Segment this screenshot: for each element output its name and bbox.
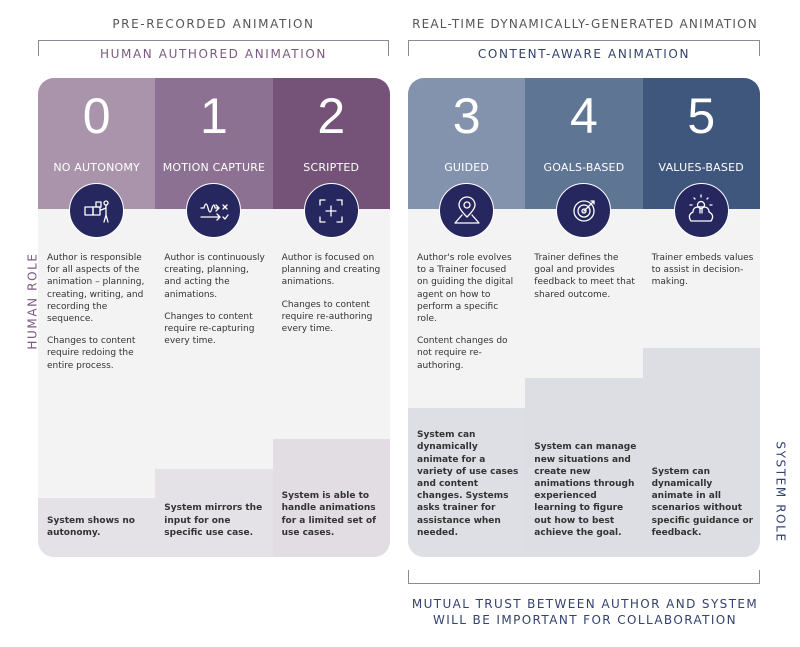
human-role-paragraph: Author is responsible for all aspects of…: [47, 253, 145, 325]
level-number: 2: [317, 88, 346, 144]
motion-wave-icon: [186, 183, 242, 238]
frame-plus-icon: [303, 183, 359, 238]
system-role-text: System is able to handle animations for …: [281, 491, 377, 538]
system-role-text: System can dynamically animate in all sc…: [651, 466, 754, 538]
system-role-text: System can dynamically animate for a var…: [417, 430, 519, 538]
target-icon: [556, 183, 612, 238]
level-label: VALUES-BASED: [658, 161, 744, 174]
human-role-paragraph: Content changes do not require re-author…: [417, 336, 508, 371]
left-top-bracket: [38, 40, 389, 56]
human-role-text: Author is focused on planning and creati…: [282, 252, 384, 345]
level-number: 5: [687, 88, 716, 144]
level-number: 1: [200, 88, 228, 144]
system-role-box: System can manage new situations and cre…: [525, 378, 643, 557]
map-pin-icon: [439, 183, 494, 238]
system-role-label: SYSTEM ROLE: [773, 441, 788, 543]
level-3-column: System can dynamically animate for a var…: [408, 78, 526, 557]
system-role-box: System mirrors the input for one specifi…: [155, 469, 273, 557]
level-5-column: System can dynamically animate in all sc…: [642, 78, 760, 557]
system-role-box: System is able to handle animations for …: [272, 439, 390, 557]
level-label: GUIDED: [444, 161, 490, 174]
human-role-text: Trainer defines the goal and provides fe…: [534, 252, 636, 311]
human-role-text: Author is continuously creating, plannin…: [164, 252, 266, 357]
level-label: MOTION CAPTURE: [162, 161, 266, 174]
level-number: 4: [570, 88, 598, 144]
system-role-text: System can manage new situations and cre…: [534, 442, 637, 538]
level-1-column: System mirrors the input for one specifi…: [155, 78, 273, 557]
right-category: REAL-TIME DYNAMICALLY-GENERATED ANIMATIO…: [412, 17, 758, 31]
puzzle-person-icon: [69, 183, 124, 238]
level-0-column: System shows no autonomy. 0 NO AUTONOMY …: [38, 78, 156, 557]
system-role-box: System can dynamically animate for a var…: [408, 408, 526, 557]
right-top-bracket: [408, 40, 760, 56]
level-label: SCRIPTED: [303, 161, 360, 174]
right-group-title: CONTENT-AWARE ANIMATION: [477, 47, 691, 61]
level-number: 3: [452, 88, 481, 144]
content-aware-panel: System can dynamically animate for a var…: [408, 78, 760, 557]
bottom-bracket: [408, 570, 760, 584]
level-header: 4 GOALS-BASED: [525, 78, 643, 209]
level-label: GOALS-BASED: [543, 161, 625, 174]
level-number: 0: [82, 88, 111, 144]
human-role-paragraph: Author is continuously creating, plannin…: [164, 253, 265, 300]
system-role-text: System mirrors the input for one specifi…: [164, 503, 263, 538]
human-role-paragraph: Trainer defines the goal and provides fe…: [534, 253, 635, 300]
human-authored-panel: System shows no autonomy. 0 NO AUTONOMY …: [38, 78, 390, 557]
level-label: NO AUTONOMY: [53, 161, 140, 174]
footer-line-1: MUTUAL TRUST BETWEEN AUTHOR AND SYSTEM: [411, 597, 759, 611]
human-role-paragraph: Author's role evolves to a Trainer focus…: [417, 253, 514, 325]
system-role-text: System shows no autonomy.: [47, 515, 135, 538]
human-role-text: Author is responsible for all aspects of…: [47, 252, 149, 382]
system-role-box: System can dynamically animate in all sc…: [642, 348, 760, 557]
left-group-title: HUMAN AUTHORED ANIMATION: [100, 47, 327, 61]
footer-line-2: WILL BE IMPORTANT FOR COLLABORATION: [432, 613, 738, 627]
human-role-paragraph: Changes to content require re-capturing …: [164, 311, 255, 347]
human-role-text: Trainer embeds values to assist in decis…: [652, 252, 754, 299]
human-role-text: Author's role evolves to a Trainer focus…: [417, 252, 519, 382]
human-role-paragraph: Trainer embeds values to assist in decis…: [651, 253, 754, 288]
system-role-box: System shows no autonomy.: [38, 498, 156, 557]
human-role-paragraph: Author is focused on planning and creati…: [281, 253, 381, 288]
human-role-paragraph: Changes to content require re-authoring …: [281, 299, 373, 335]
left-category: PRE-RECORDED ANIMATION: [112, 17, 315, 31]
lightbulb-brain-icon: [673, 183, 729, 238]
level-4-column: System can manage new situations and cre…: [525, 78, 643, 557]
human-role-paragraph: Changes to content require redoing the e…: [47, 336, 136, 371]
level-2-column: System is able to handle animations for …: [272, 78, 390, 557]
